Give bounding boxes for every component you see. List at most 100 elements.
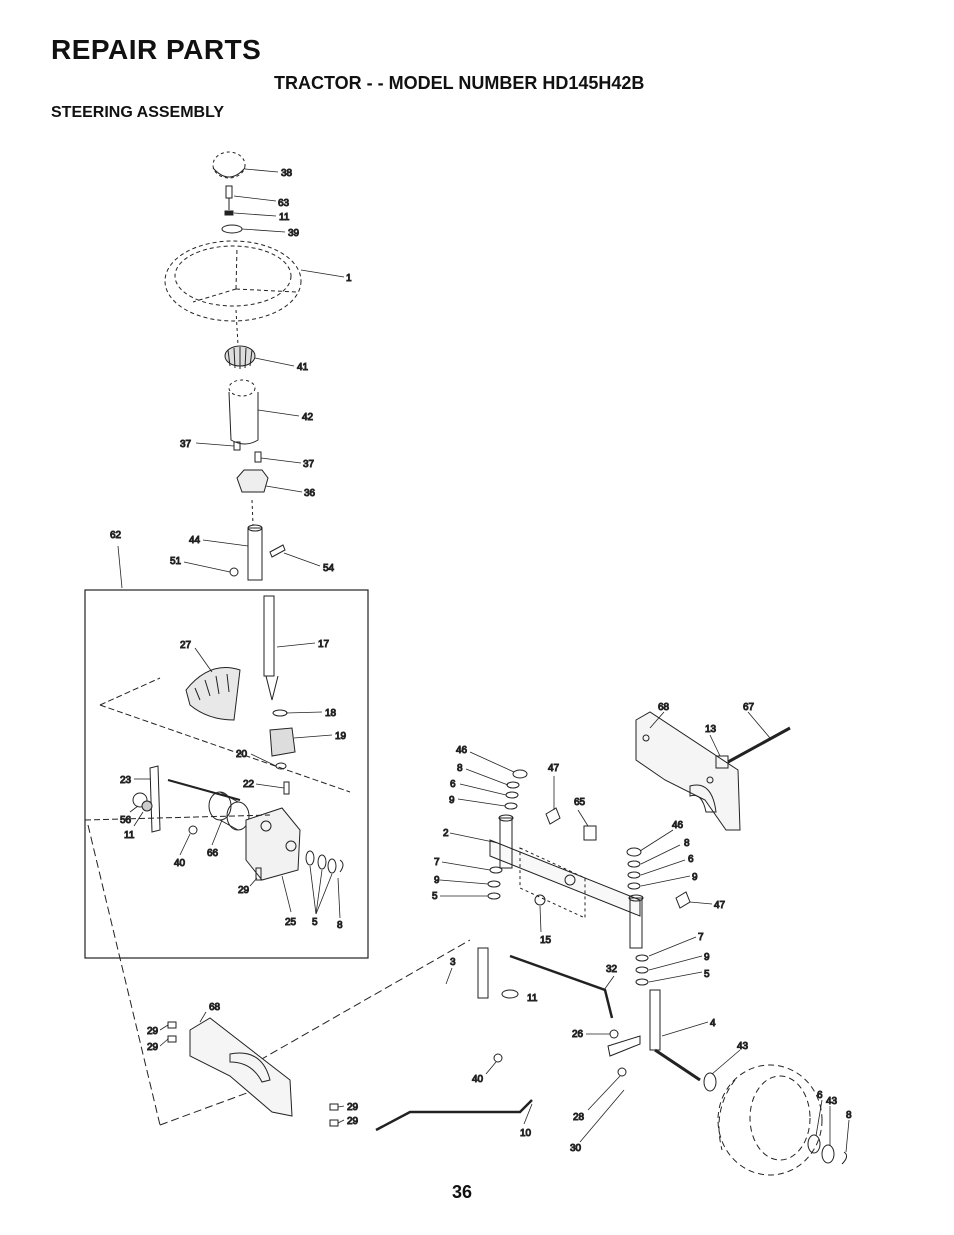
callout: 67 <box>743 702 755 713</box>
callout: 9 <box>692 872 698 883</box>
callout: 8 <box>684 838 690 849</box>
callout: 20 <box>236 749 248 760</box>
callout: 39 <box>288 228 300 239</box>
washers-5 <box>305 850 344 874</box>
nut-51 <box>229 567 239 577</box>
bracket-68-right <box>635 711 741 831</box>
bolt-29a <box>255 867 262 881</box>
callout: 37 <box>303 459 315 470</box>
callout: 6 <box>688 854 694 865</box>
callout: 44 <box>189 535 201 546</box>
bracket-36 <box>236 469 269 493</box>
bracket-19 <box>269 727 296 757</box>
callout: 37 <box>180 439 192 450</box>
callout: 40 <box>174 858 186 869</box>
callout: 9 <box>449 795 455 806</box>
spindle-left <box>498 814 514 869</box>
bolt-40 <box>188 825 198 835</box>
callout: 46 <box>456 745 468 756</box>
bracket-23 <box>149 765 161 833</box>
spindle-left-lower <box>477 947 489 999</box>
callout: 43 <box>826 1096 838 1107</box>
callout: 42 <box>302 412 314 423</box>
arm-26 <box>607 1035 641 1057</box>
callout: 47 <box>714 900 726 911</box>
washers-right-spindle <box>626 847 649 986</box>
callout: 8 <box>457 763 463 774</box>
callout: 36 <box>304 488 316 499</box>
callout: 6 <box>450 779 456 790</box>
callout: 29 <box>347 1102 359 1113</box>
washer-11c <box>501 989 519 999</box>
bolt-15 <box>534 894 546 906</box>
callout: 25 <box>285 917 297 928</box>
callout: 66 <box>207 848 219 859</box>
callout: 5 <box>432 891 438 902</box>
tie-rod-10 <box>375 1099 533 1132</box>
callout: 23 <box>120 775 132 786</box>
callout: 63 <box>278 198 290 209</box>
spindle-4 <box>649 989 701 1082</box>
callout: 28 <box>573 1112 585 1123</box>
callout: 65 <box>574 797 586 808</box>
gear-27 <box>185 667 241 721</box>
callout: 9 <box>434 875 440 886</box>
callout: 22 <box>243 779 255 790</box>
page-number: 36 <box>452 1182 473 1202</box>
washer-56 <box>132 792 148 808</box>
callout: 7 <box>434 857 440 868</box>
axle-2 <box>489 839 641 919</box>
callout: 5 <box>704 969 710 980</box>
callout: 47 <box>548 763 560 774</box>
callout: 56 <box>120 815 132 826</box>
adapter-41 <box>224 345 256 369</box>
callout: 15 <box>540 935 552 946</box>
callout: 29 <box>147 1042 159 1053</box>
steering-cap <box>212 151 246 179</box>
model-subtitle: TRACTOR - - MODEL NUMBER HD145H42B <box>274 73 645 93</box>
callout: 46 <box>672 820 684 831</box>
callout: 51 <box>170 556 182 567</box>
inset-box <box>84 589 369 959</box>
bushing-66 <box>208 791 250 831</box>
drag-link-32 <box>509 954 614 1019</box>
bolt-37 <box>233 441 262 463</box>
cap-screw <box>225 185 233 210</box>
callout: 4 <box>710 1018 716 1029</box>
callout: 8 <box>846 1110 852 1121</box>
callout: 3 <box>450 957 456 968</box>
callout: 68 <box>658 702 670 713</box>
fitting-47a <box>545 807 561 825</box>
callout: 29 <box>238 885 250 896</box>
nut-11b <box>141 800 153 812</box>
wheel-tire <box>717 1064 823 1176</box>
page-title: REPAIR PARTS <box>51 34 262 65</box>
callout: 17 <box>318 639 330 650</box>
callout: 29 <box>147 1026 159 1037</box>
callout: 32 <box>606 964 618 975</box>
callout: 8 <box>337 920 343 931</box>
section-heading: STEERING ASSEMBLY <box>51 104 225 121</box>
callout: 26 <box>572 1029 584 1040</box>
callout: 9 <box>704 952 710 963</box>
callout: 30 <box>570 1143 582 1154</box>
steering-shaft-17 <box>263 595 279 701</box>
bushing-42 <box>228 379 259 445</box>
callout: 6 <box>817 1090 823 1101</box>
nut-28 <box>617 1067 627 1077</box>
nut-11 <box>224 210 234 216</box>
bracket-68-left <box>189 1017 293 1117</box>
spindle-right <box>628 894 644 949</box>
callout: 18 <box>325 708 337 719</box>
bolt-40b <box>493 1053 503 1063</box>
bushing-26 <box>609 1029 619 1039</box>
steering-wheel <box>164 240 302 322</box>
shaft-44 <box>247 524 263 581</box>
wheel-washers <box>703 1072 848 1165</box>
bolt-54 <box>269 544 286 558</box>
leader-lines-upper <box>117 168 345 589</box>
callout: 19 <box>335 731 347 742</box>
bolt-67 <box>715 726 791 769</box>
callout: 5 <box>312 917 318 928</box>
